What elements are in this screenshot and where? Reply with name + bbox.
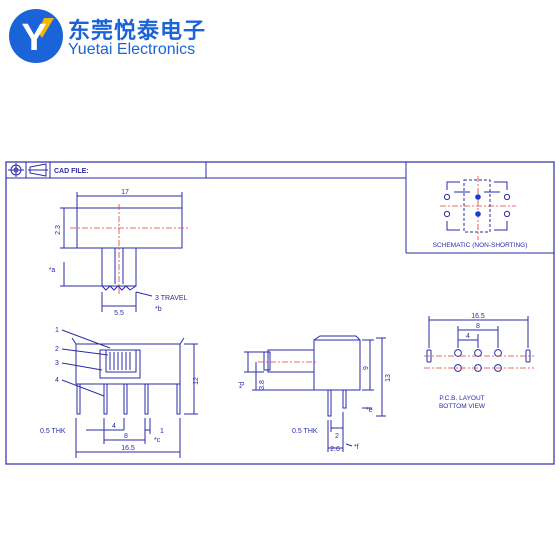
top-view <box>60 192 183 312</box>
pcb-dim-4: 4 <box>466 333 470 340</box>
side-dim-f: *f <box>354 444 359 451</box>
schematic-contact <box>475 211 481 217</box>
side-dim-thk: 0.5 THK <box>292 428 318 435</box>
top-travel: 3 TRAVEL <box>155 295 188 302</box>
brand-name-en: Yuetai Electronics <box>68 41 196 58</box>
front-view <box>61 329 198 458</box>
schematic-pin <box>503 193 511 201</box>
top-dim-17: 17 <box>121 189 129 196</box>
side-dim-13: 13 <box>385 374 392 382</box>
side-view <box>244 335 386 452</box>
pcb-hole <box>474 349 482 357</box>
logo-letter: Y <box>21 17 46 59</box>
top-dim-a: *a <box>49 267 56 274</box>
brand-name-cn: 东莞悦泰电子 <box>68 19 207 44</box>
yuetai-y-logo-icon: Y <box>9 9 63 63</box>
front-callout-4: 4 <box>55 377 59 384</box>
drawing-frame <box>5 161 555 465</box>
schematic-pin <box>503 210 511 218</box>
front-dim-8: 8 <box>124 433 128 440</box>
pcb-hole <box>454 349 462 357</box>
pcb-dim-8: 8 <box>476 323 480 330</box>
schematic-pin <box>443 193 451 201</box>
cad-file-label: CAD FILE: <box>54 168 89 175</box>
pcb-caption-line1: P.C.B. LAYOUT <box>439 395 484 402</box>
schematic-diagram <box>443 179 511 233</box>
schematic-pin <box>443 210 451 218</box>
front-dim-4: 4 <box>112 423 116 430</box>
side-view-actuator <box>267 349 315 373</box>
brand-header: Y 东莞悦泰电子 Yuetai Electronics <box>0 0 560 80</box>
front-view-body <box>75 343 181 385</box>
front-callout-1: 1 <box>55 327 59 334</box>
side-dim-e: *e <box>366 407 373 414</box>
front-dim-thk: 0.5 THK <box>40 428 66 435</box>
front-callout-2: 2 <box>55 346 59 353</box>
top-dim-b: *b <box>155 306 162 313</box>
side-dim-3-8: 3.8 <box>259 380 266 390</box>
front-dim-1: 1 <box>160 428 164 435</box>
front-dim-c: *c <box>154 437 161 444</box>
side-dim-2-6: 2.6 <box>330 446 340 453</box>
schematic-contact <box>475 194 481 200</box>
front-dim-12: 12 <box>193 377 200 385</box>
front-dim-16-5: 16.5 <box>121 445 135 452</box>
cone-projection-icon <box>28 163 48 177</box>
pcb-hole <box>494 349 502 357</box>
front-view-knob <box>105 349 137 373</box>
schematic-caption: SCHEMATIC (NON-SHORTING) <box>433 242 528 249</box>
top-dim-5-5: 5.5 <box>114 310 124 317</box>
side-dim-9: 9 <box>363 366 370 370</box>
front-callout-3: 3 <box>55 360 59 367</box>
side-dim-d: *d <box>239 382 246 389</box>
side-view-body <box>313 339 361 391</box>
pcb-dim-16-5: 16.5 <box>471 313 485 320</box>
crosshair-circle-icon <box>8 163 24 177</box>
top-dim-2-3: 2.3 <box>55 225 62 235</box>
logo-accent <box>38 18 54 38</box>
pcb-caption-line2: BOTTOM VIEW <box>439 403 486 410</box>
side-dim-2: 2 <box>335 433 339 440</box>
